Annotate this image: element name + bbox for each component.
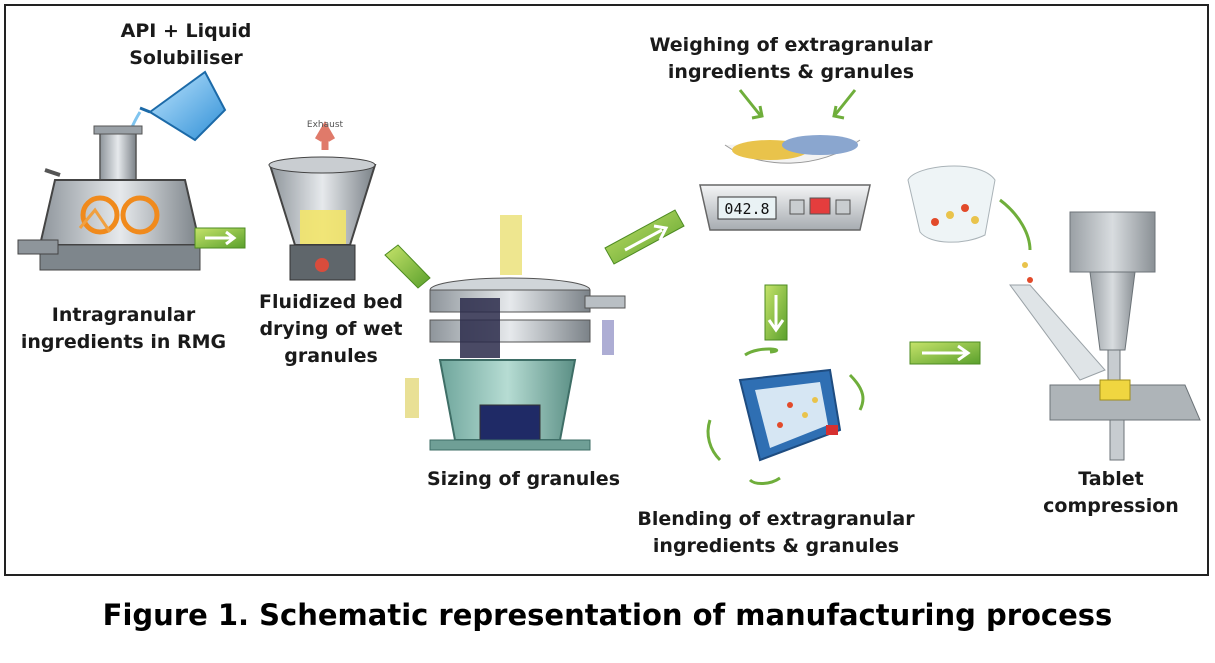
- blender-icon: [706, 347, 865, 485]
- scale-display-readout: 042.8: [724, 200, 769, 218]
- vibro-sifter-icon: [405, 215, 626, 451]
- arrow-rmg-to-fbd: [194, 227, 246, 249]
- label-blending: Blending of extragranular ingredients & …: [637, 508, 915, 557]
- figure-caption: Figure 1. Schematic representation of ma…: [102, 598, 1113, 632]
- label-weighing: Weighing of extragranular ingredients & …: [649, 34, 933, 83]
- label-sizing-granules: Sizing of granules: [427, 468, 620, 490]
- exhaust-label: Exhaust: [307, 120, 344, 130]
- label-tablet-compression: Tablet compression: [1043, 468, 1179, 517]
- label-intragranular-rmg: Intragranular ingredients in RMG: [20, 304, 227, 353]
- process-illustrations: Exhaust 042.8: [17, 70, 1201, 485]
- rapid-mixer-granulator-icon: [17, 125, 202, 271]
- fluidized-bed-dryer-icon: Exhaust: [268, 120, 377, 281]
- tablet-press-icon: [907, 165, 1201, 461]
- arrow-sizing-to-weighing: [604, 209, 685, 265]
- arrow-weighing-to-blending: [764, 284, 788, 341]
- arrow-fbd-to-sizing: [384, 244, 431, 289]
- pouring-beaker-icon: [126, 70, 227, 142]
- label-api-solubiliser: API + Liquid Solubiliser: [120, 20, 252, 69]
- weighing-scale-icon: 042.8: [699, 89, 871, 231]
- arrow-blending-to-tablet: [909, 341, 981, 365]
- label-fluidized-bed-drying: Fluidized bed drying of wet granules: [259, 291, 403, 367]
